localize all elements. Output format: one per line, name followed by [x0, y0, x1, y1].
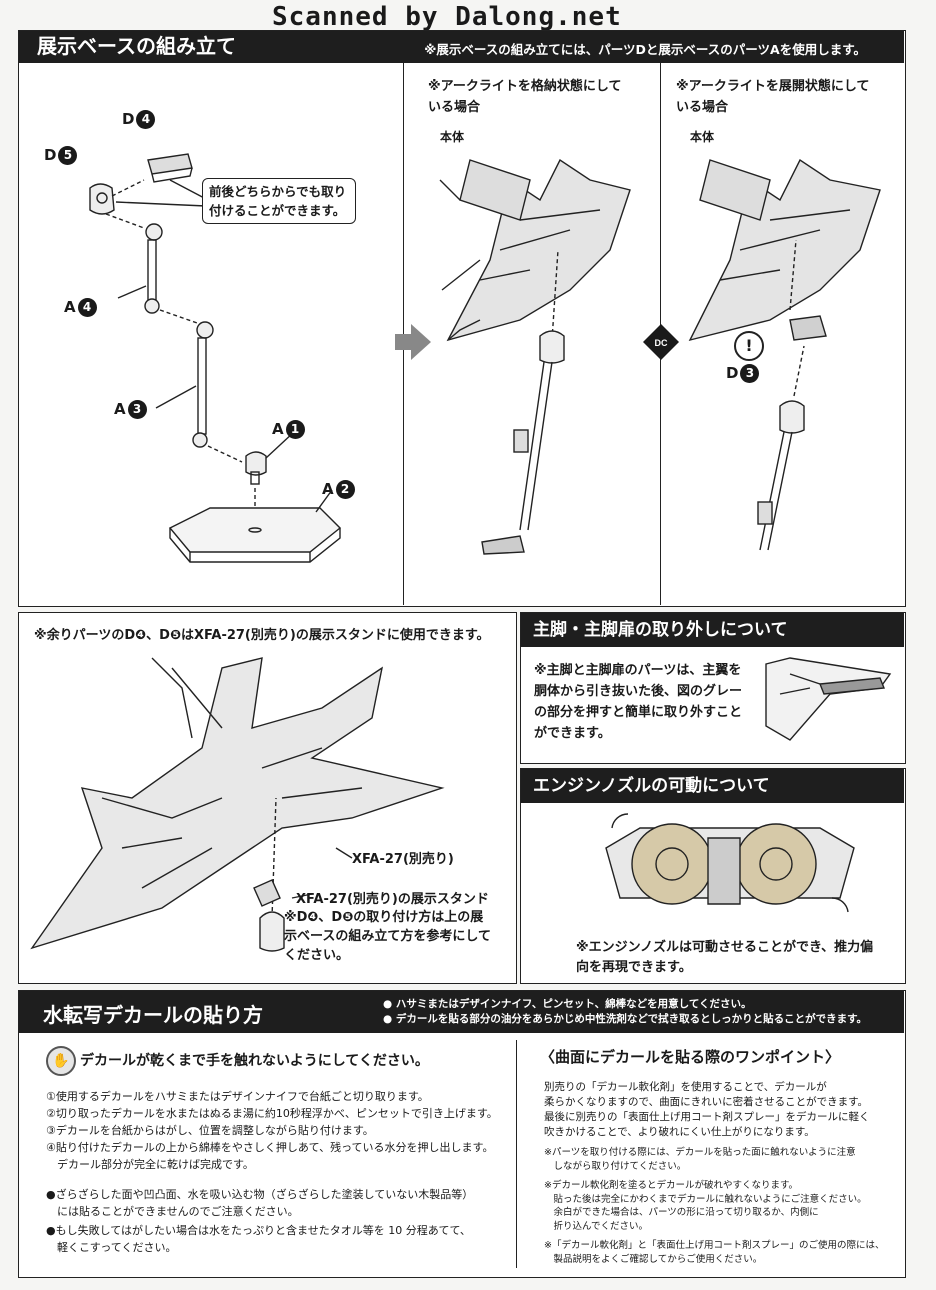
decal-column-divider: [516, 1040, 517, 1268]
decal-prep-notes: ● ハサミまたはデザインナイフ、ピンセット、綿棒などを用意してください。 ● デ…: [383, 997, 867, 1027]
tip-note: ※パーツを取り付ける際には、デカールを貼った面に触れないように注意: [544, 1147, 856, 1158]
decal-tip-notes: ※パーツを取り付ける際には、デカールを貼った面に触れないように注意 しながら取り…: [544, 1146, 884, 1266]
nozzle-title: エンジンノズルの可動について: [533, 776, 770, 796]
tip-line: 別売りの「デカール軟化剤」を使用することで、デカールが: [544, 1081, 827, 1093]
decal-step: ④貼り付けたデカールの上から綿棒をやさしく押しあて、残っている水分を押し出します…: [46, 1141, 494, 1154]
decal-step: ①使用するデカールをハサミまたはデザインナイフで台紙ごと切り取ります。: [46, 1090, 429, 1103]
bullet-line: ●ざらざらした面や凹凸面、水を吸い込む物（ざらざらした塗装していない木製品等）: [46, 1188, 474, 1201]
stowed-note: ※アークライトを格納状態にしている場合: [428, 79, 622, 115]
decal-warning: デカールが乾くまで手を触れないようにしてください。: [80, 1053, 429, 1069]
scan-watermark: Scanned by Dalong.net: [272, 2, 622, 32]
svg-text:DC: DC: [655, 338, 668, 348]
xfa27-stand-note: ※D❹、D❺の取り付け方は上の展示ベースの組み立て方を参考にしてください。: [284, 910, 491, 963]
xfa27-illustration: [30, 657, 445, 952]
landing-gear-illustration: [765, 657, 892, 741]
part-number-badge: 1: [285, 420, 305, 439]
tip-note: ※デカール軟化剤を塗るとデカールが破れやすくなります。: [544, 1180, 799, 1191]
diamond-marker-icon: DC: [643, 324, 679, 360]
prep-note: ● ハサミまたはデザインナイフ、ピンセット、綿棒などを用意してください。: [383, 998, 752, 1010]
stand-assembly-title: 展示ベースの組み立て: [37, 34, 236, 58]
stand-assembly-note: ※展示ベースの組み立てには、パーツDと展示ベースのパーツAを使用します。: [424, 42, 866, 57]
part-number-badge: 3: [127, 400, 147, 419]
part-letter: A: [114, 400, 126, 418]
nozzle-text: ※エンジンノズルは可動させることができ、推力偏向を再現できます。: [576, 940, 874, 975]
body-label-deployed: 本体: [690, 130, 715, 144]
decal-step: ②切り取ったデカールを水またはぬるま湯に約10秒程浮かべ、ピンセットで引き上げま…: [46, 1107, 498, 1120]
decal-title: 水転写デカールの貼り方: [43, 1003, 263, 1027]
part-letter: D: [122, 110, 135, 128]
part-number-badge: 4: [77, 298, 97, 317]
decal-bullet-2: ●もし失敗してはがしたい場合は水をたっぷりと含ませたタオル等を 10 分程あてて…: [46, 1222, 471, 1256]
body-label-stowed: 本体: [440, 130, 465, 144]
part-letter: D: [726, 364, 739, 382]
engine-nozzle-illustration: [605, 813, 855, 913]
decal-header: 水転写デカールの貼り方 ● ハサミまたはデザインナイフ、ピンセット、綿棒などを用…: [19, 991, 904, 1033]
xfa27-stand-label: XFA-27(別売り)の展示スタンド: [296, 892, 489, 907]
decal-steps: ①使用するデカールをハサミまたはデザインナイフで台紙ごと切り取ります。 ②切り取…: [46, 1088, 498, 1173]
tip-note: 製品説明をよくご確認してからご使用ください。: [544, 1253, 763, 1265]
part-number-badge: 4: [136, 110, 156, 129]
stand-assembly-diagram: [89, 153, 342, 563]
decal-panel: [18, 990, 906, 1278]
deployed-aircraft-illustration: [688, 158, 881, 551]
part-letter: A: [64, 298, 76, 316]
attach-callout: 前後どちらからでも取り付けることができます。: [202, 178, 356, 224]
part-letter: D: [44, 146, 57, 164]
stowed-aircraft-illustration: [439, 158, 631, 555]
part-number-badge: 2: [335, 480, 355, 499]
tip-line: 吹きかけることで、より破れにくい仕上がりになります。: [544, 1126, 815, 1138]
xfa27-label: XFA-27(別売り): [352, 852, 454, 867]
decal-step: ③デカールを台紙からはがし、位置を調整しながら貼り付けます。: [46, 1124, 374, 1137]
stand-assembly-header: 展示ベースの組み立て ※展示ベースの組み立てには、パーツDと展示ベースのパーツA…: [19, 31, 904, 63]
landing-gear-header: 主脚・主脚扉の取り外しについて: [521, 613, 904, 647]
landing-gear-text: ※主脚と主脚扉のパーツは、主翼を胴体から引き抜いた後、図のグレーの部分を押すと簡…: [534, 663, 743, 741]
decal-step: デカール部分が完全に乾けば完成です。: [46, 1158, 254, 1171]
tip-note: ※「デカール軟化剤」と「表面仕上げ用コート剤スプレー」のご使用の際には、: [544, 1240, 885, 1251]
tip-line: 柔らかくなりますので、曲面にきれいに密着させることができます。: [544, 1096, 869, 1108]
part-letter: A: [272, 420, 284, 438]
part-number-badge: 5: [58, 146, 78, 165]
tip-note: 折り込んでください。: [544, 1220, 649, 1232]
part-number-badge: 3: [740, 364, 760, 383]
landing-gear-title: 主脚・主脚扉の取り外しについて: [533, 620, 788, 640]
deployed-note: ※アークライトを展開状態にしている場合: [676, 79, 870, 115]
spare-parts-note: ※余りパーツのD❹、D❺はXFA-27(別売り)の展示スタンドに使用できます。: [34, 628, 490, 643]
next-step-arrow-icon: [395, 324, 431, 360]
tip-note: しながら取り付けてください。: [544, 1160, 687, 1172]
tip-line: 最後に別売りの「表面仕上げ用コート剤スプレー」をデカールに軽く: [544, 1111, 870, 1123]
decal-bullet-1: ●ざらざらした面や凹凸面、水を吸い込む物（ざらざらした塗装していない木製品等） …: [46, 1186, 473, 1220]
decal-tip-title: 〈曲面にデカールを貼る際のワンポイント〉: [540, 1048, 841, 1066]
prep-note: ● デカールを貼る部分の油分をあらかじめ中性洗剤などで拭き取るとしっかりと貼るこ…: [383, 1013, 868, 1025]
tip-note: 貼った後は完全にかわくまでデカールに触れないようにご注意ください。: [544, 1193, 867, 1205]
tip-note: 余白ができた場合は、パーツの形に沿って切り取るか、内側に: [544, 1207, 819, 1218]
part-letter: A: [322, 480, 334, 498]
nozzle-header: エンジンノズルの可動について: [521, 769, 904, 803]
no-touch-icon: ✋: [46, 1046, 76, 1076]
decal-tip-body: 別売りの「デカール軟化剤」を使用することで、デカールが 柔らかくなりますので、曲…: [544, 1080, 870, 1140]
bullet-line: ●もし失敗してはがしたい場合は水をたっぷりと含ませたタオル等を 10 分程あてて…: [46, 1224, 471, 1237]
warning-icon: !: [734, 331, 764, 361]
bullet-line: には貼ることができませんのでご注意ください。: [46, 1205, 299, 1218]
bullet-line: 軽くこすってください。: [46, 1241, 177, 1254]
